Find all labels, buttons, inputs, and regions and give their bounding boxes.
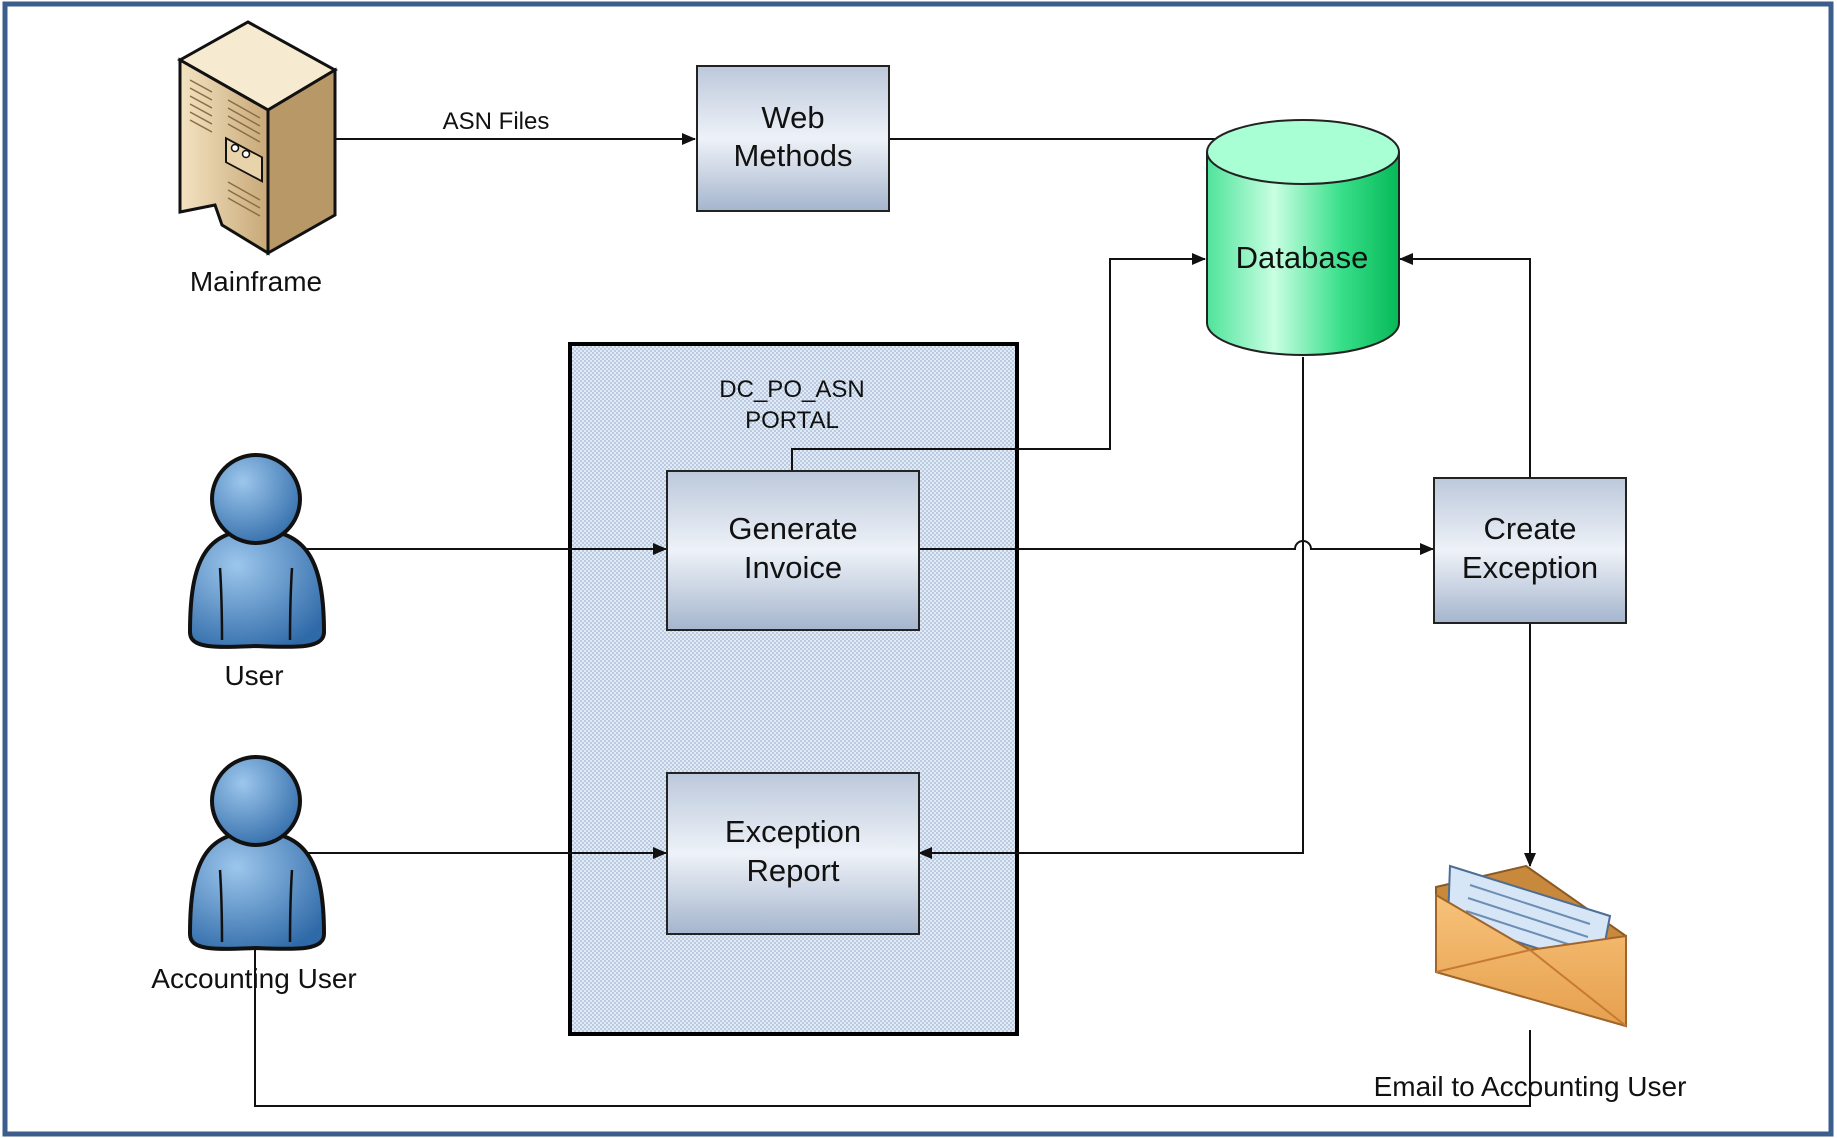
generate-invoice-node: Generate Invoice xyxy=(666,470,920,631)
create-exception-line2: Exception xyxy=(1462,550,1598,585)
server-tower-icon xyxy=(176,20,339,256)
edge-email-accounting xyxy=(249,850,1531,1107)
edge-invoice-database xyxy=(791,253,1206,470)
exception-report-line1: Exception xyxy=(725,814,861,849)
person-icon xyxy=(187,755,327,951)
create-exception-node: Create Exception xyxy=(1433,477,1627,624)
person-icon xyxy=(187,453,327,649)
envelope-icon xyxy=(1435,864,1627,1028)
generate-invoice-line2: Invoice xyxy=(744,550,842,585)
database-cylinder-icon xyxy=(1206,119,1400,356)
web-methods-node: Web Methods xyxy=(696,65,890,212)
mainframe-node: Mainframe xyxy=(176,20,339,297)
user-node: User xyxy=(187,453,327,691)
email-label: Email to Accounting User xyxy=(1374,1071,1687,1102)
exception-report-node: Exception Report xyxy=(666,772,920,935)
portal-title-line1: DC_PO_ASN xyxy=(719,376,864,403)
edge-label-asn-files: ASN Files xyxy=(443,108,550,135)
database-label: Database xyxy=(1236,240,1369,275)
web-methods-line1: Web xyxy=(761,100,824,135)
exception-report-line2: Report xyxy=(746,853,839,888)
user-label: User xyxy=(224,660,283,691)
accounting-user-label: Accounting User xyxy=(151,963,356,994)
accounting-user-node: Accounting User xyxy=(151,755,357,994)
edge-createexception-database xyxy=(1399,253,1531,477)
portal-title-line2: PORTAL xyxy=(745,407,839,434)
email-node: Email to Accounting User xyxy=(1374,864,1687,1102)
mainframe-label: Mainframe xyxy=(190,266,322,297)
web-methods-line2: Methods xyxy=(734,138,853,173)
create-exception-line1: Create xyxy=(1483,511,1576,546)
edge-database-exceptionreport xyxy=(918,357,1304,859)
database-node: Database xyxy=(1206,119,1400,356)
generate-invoice-line1: Generate xyxy=(728,511,857,546)
